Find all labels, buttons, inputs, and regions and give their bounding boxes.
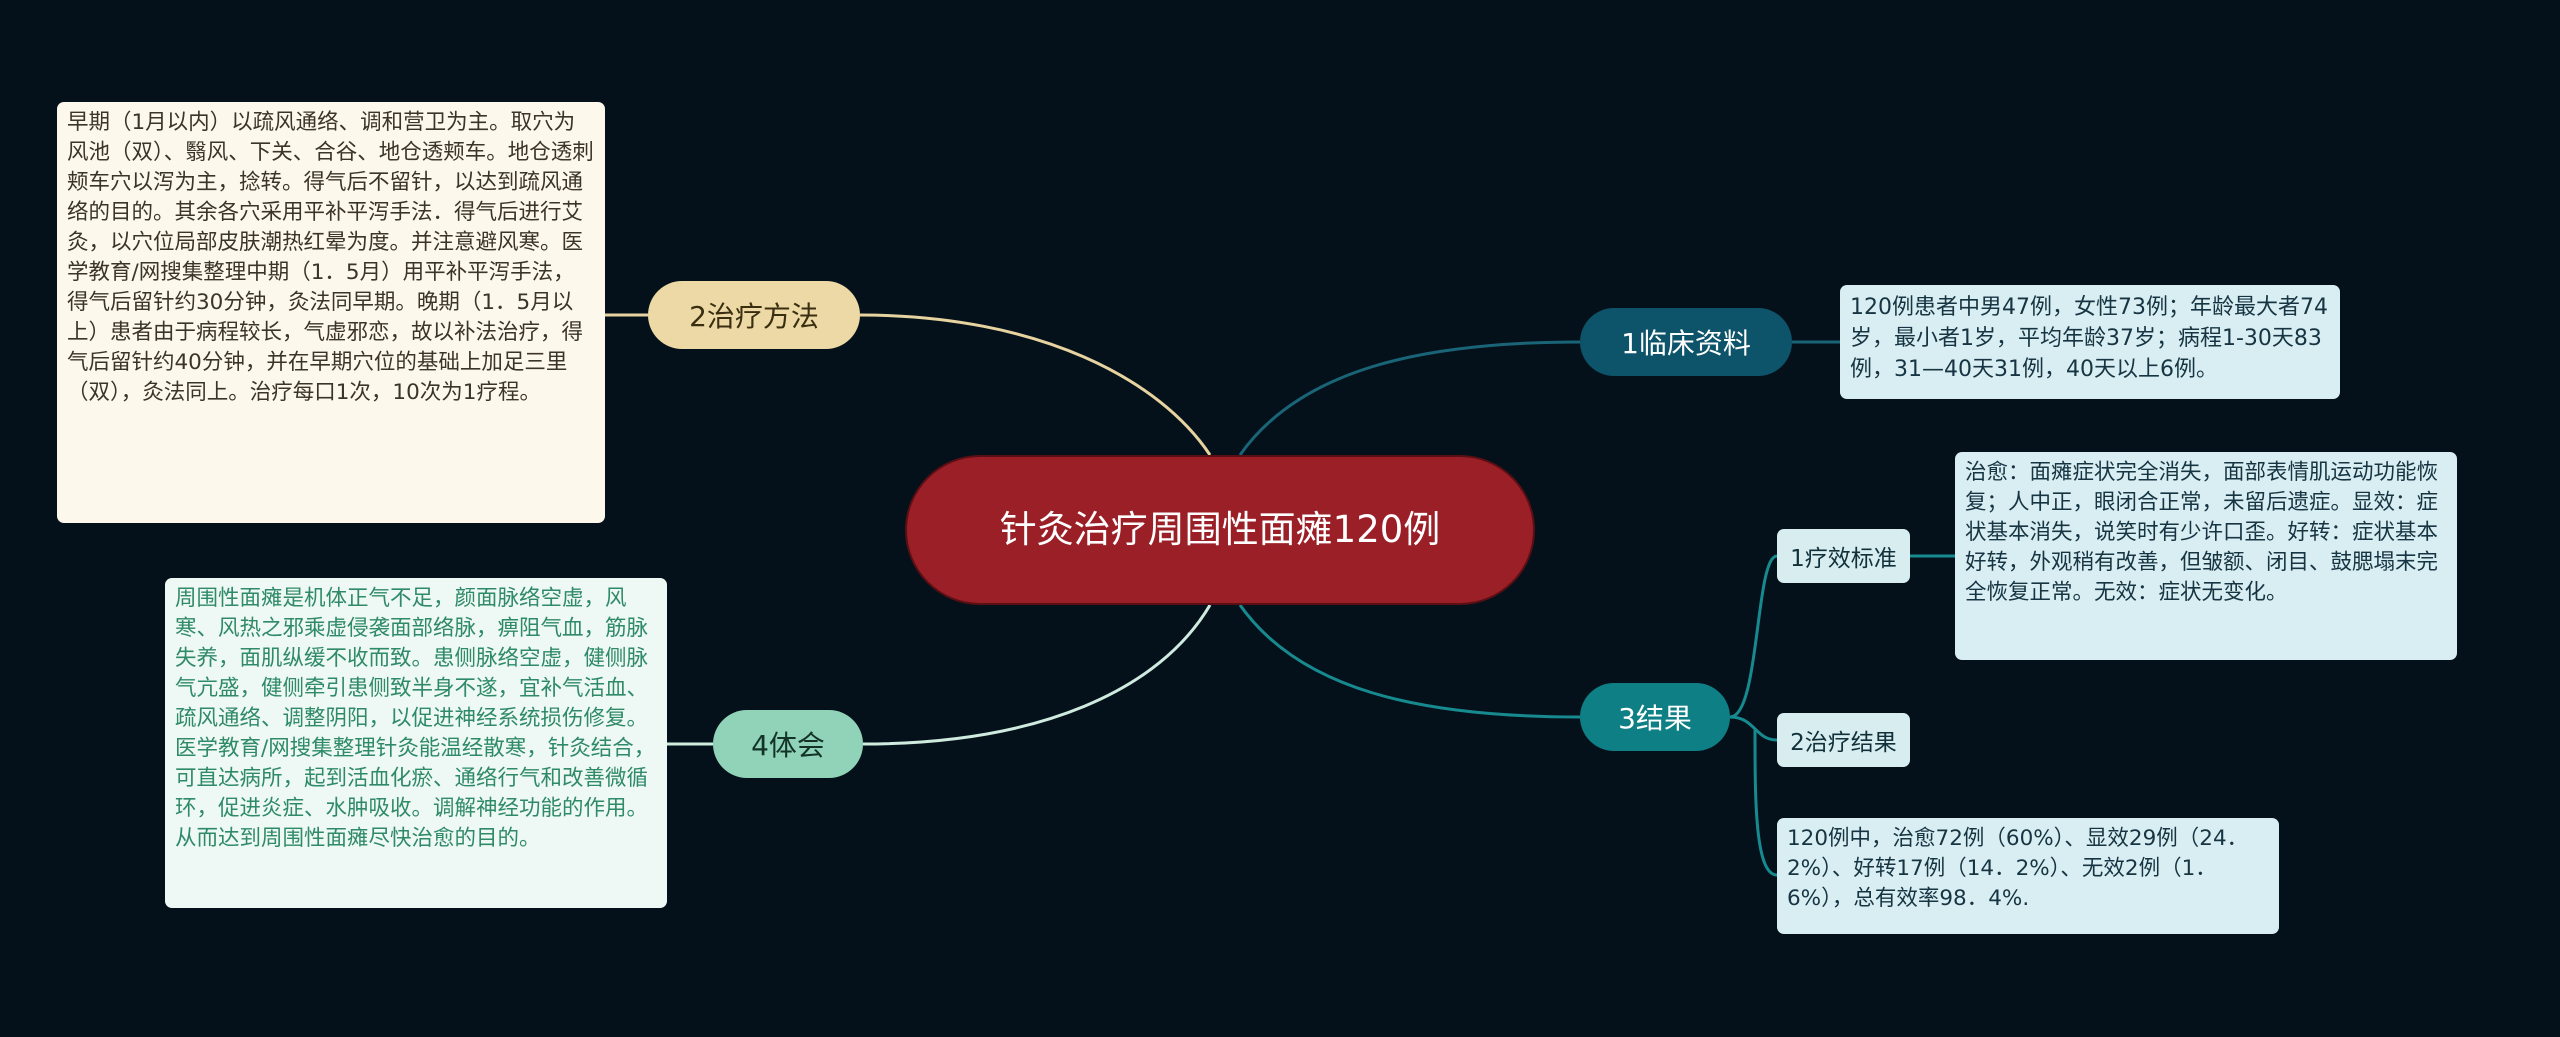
link-b3-sub2 <box>1729 715 1778 742</box>
central-topic[interactable]: 针灸治疗周围性面瘫120例 <box>905 455 1535 605</box>
note-clinical-data[interactable]: 120例患者中男47例，女性73例；年龄最大者74岁，最小者1岁，平均年龄37岁… <box>1840 285 2340 399</box>
branch-treatment-method-label: 2治疗方法 <box>689 300 819 333</box>
branch-clinical-data-label: 1临床资料 <box>1621 327 1751 360</box>
branch-treatment-method[interactable]: 2治疗方法 <box>648 281 860 349</box>
link-sub2-note <box>1753 729 1778 877</box>
note-experience[interactable]: 周围性面瘫是机体正气不足，颜面脉络空虚，风寒、风热之邪乘虚侵袭面部络脉，痹阻气血… <box>165 578 667 908</box>
branch-experience-label: 4体会 <box>751 729 825 762</box>
branch-results-label: 3结果 <box>1618 702 1692 735</box>
link-center-b4 <box>862 604 1212 746</box>
subbranch-treatment-results-label: 2治疗结果 <box>1790 730 1897 756</box>
branch-results[interactable]: 3结果 <box>1580 683 1730 751</box>
subbranch-treatment-results[interactable]: 2治疗结果 <box>1777 713 1910 767</box>
subbranch-efficacy-criteria-label: 1疗效标准 <box>1790 546 1897 572</box>
note-efficacy-criteria[interactable]: 治愈：面瘫症状完全消失，面部表情肌运动功能恢复；人中正，眼闭合正常，未留后遗症。… <box>1955 452 2457 660</box>
branch-clinical-data[interactable]: 1临床资料 <box>1580 308 1792 376</box>
link-center-b3 <box>1238 604 1581 719</box>
branch-experience[interactable]: 4体会 <box>713 710 863 778</box>
note-treatment-method[interactable]: 早期（1月以内）以疏风通络、调和营卫为主。取穴为风池（双）、翳风、下关、合谷、地… <box>57 102 605 523</box>
link-center-b1 <box>1238 340 1581 456</box>
central-topic-label: 针灸治疗周围性面瘫120例 <box>999 508 1441 551</box>
note-treatment-results[interactable]: 120例中，治愈72例（60%）、显效29例（24．2%）、好转17例（14．2… <box>1777 818 2279 934</box>
subbranch-efficacy-criteria[interactable]: 1疗效标准 <box>1777 529 1910 583</box>
link-b3-sub1 <box>1729 554 1778 719</box>
link-center-b2 <box>859 313 1212 456</box>
